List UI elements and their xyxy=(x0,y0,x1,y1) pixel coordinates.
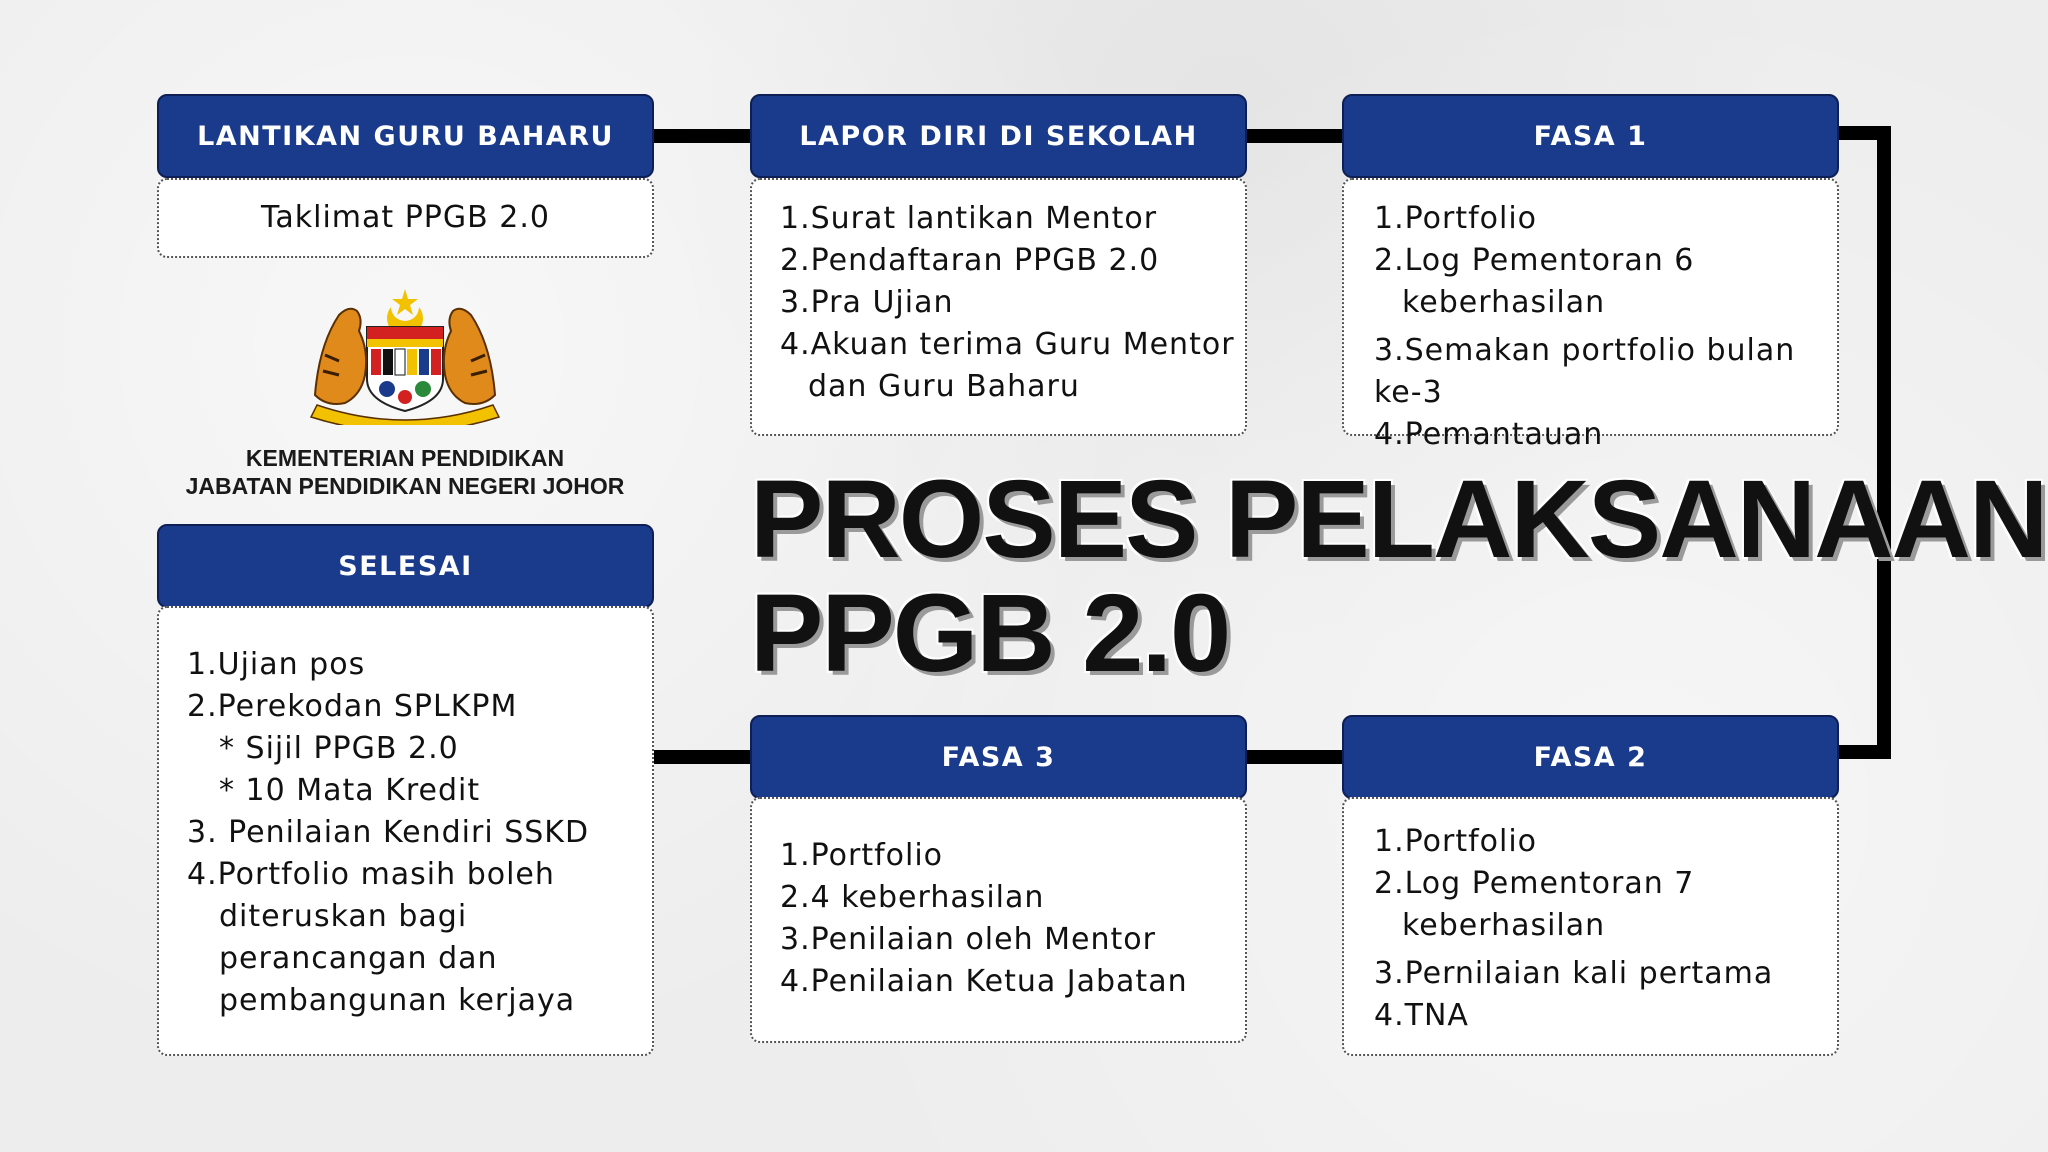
page-title: PROSES PELAKSANAAN PPGB 2.0 xyxy=(750,458,2048,695)
list-item: 4.Penilaian Ketua Jabatan xyxy=(780,964,1188,999)
list-item: 2.Perekodan SPLKPM xyxy=(187,689,518,724)
organization-logo-block: KEMENTERIAN PENDIDIKAN JABATAN PENDIDIKA… xyxy=(160,285,650,505)
step-heading: LANTIKAN GURU BAHARU xyxy=(157,94,654,178)
list-item: dan Guru Baharu xyxy=(808,369,1080,404)
connector-fasa1-fasa2 xyxy=(1831,126,1891,759)
list-item: * Sijil PPGB 2.0 xyxy=(219,731,459,766)
list-item: keberhasilan xyxy=(1402,285,1606,320)
list-item: 3.Pra Ujian xyxy=(780,285,954,320)
list-item: 2.Pendaftaran PPGB 2.0 xyxy=(780,243,1160,278)
list-item: 2.Log Pementoran 7 xyxy=(1374,866,1695,901)
list-item: 4.Akuan terima Guru Mentor xyxy=(780,327,1235,362)
step-lapor-diri: LAPOR DIRI DI SEKOLAH 1.Surat lantikan M… xyxy=(750,94,1247,436)
list-item: 1.Ujian pos xyxy=(187,647,366,682)
step-heading: FASA 3 xyxy=(750,715,1247,799)
step-selesai: SELESAI 1.Ujian pos 2.Perekodan SPLKPM *… xyxy=(157,524,654,1056)
list-item: 4.TNA xyxy=(1374,998,1469,1033)
list-item: 4.Pemantauan xyxy=(1374,417,1604,452)
list-item: 3.Penilaian oleh Mentor xyxy=(780,922,1156,957)
list-item: * 10 Mata Kredit xyxy=(219,773,481,808)
list-item: diteruskan bagi xyxy=(219,899,468,934)
list-item: 3.Semakan portfolio bulan ke-3 xyxy=(1374,333,1796,410)
organization-name-line1: KEMENTERIAN PENDIDIKAN xyxy=(245,445,565,471)
step-fasa-2: FASA 2 1.Portfolio 2.Log Pementoran 7 ke… xyxy=(1342,715,1839,1056)
title-line2: PPGB 2.0 xyxy=(750,572,1231,695)
list-item: perancangan dan xyxy=(219,941,498,976)
organization-name-line2: JABATAN PENDIDIKAN NEGERI JOHOR xyxy=(185,473,625,499)
list-item: 1.Portfolio xyxy=(1374,201,1538,236)
step-body: 1.Portfolio 2.Log Pementoran 7 keberhasi… xyxy=(1342,797,1839,1056)
title-line1: PROSES PELAKSANAAN xyxy=(750,458,2048,581)
malaysia-coat-of-arms-icon xyxy=(309,289,501,425)
list-item: 2.Log Pementoran 6 xyxy=(1374,243,1695,278)
list-item: 1.Portfolio xyxy=(780,838,944,873)
step-body: 1.Surat lantikan Mentor 2.Pendaftaran PP… xyxy=(750,178,1247,436)
step-fasa-1: FASA 1 1.Portfolio 2.Log Pementoran 6 ke… xyxy=(1342,94,1839,452)
list-item: 1.Portfolio xyxy=(1374,824,1538,859)
list-item: 4.Portfolio masih boleh xyxy=(187,857,555,892)
step-heading: FASA 1 xyxy=(1342,94,1839,178)
step-heading: SELESAI xyxy=(157,524,654,608)
step-body: 1.Portfolio 2.4 keberhasilan 3.Penilaian… xyxy=(750,797,1247,1043)
step-fasa-3: FASA 3 1.Portfolio 2.4 keberhasilan 3.Pe… xyxy=(750,715,1247,1043)
list-item: keberhasilan xyxy=(1402,908,1606,943)
list-item: 1.Surat lantikan Mentor xyxy=(780,201,1158,236)
list-item: pembangunan kerjaya xyxy=(219,983,576,1018)
list-item: 3.Pernilaian kali pertama xyxy=(1374,956,1774,991)
step-body: 1.Portfolio 2.Log Pementoran 6 keberhasi… xyxy=(1342,178,1839,452)
step-body: Taklimat PPGB 2.0 xyxy=(157,178,654,258)
step-heading: LAPOR DIRI DI SEKOLAH xyxy=(750,94,1247,178)
list-item: 2.4 keberhasilan xyxy=(780,880,1045,915)
step-lantikan-guru-baharu: LANTIKAN GURU BAHARU Taklimat PPGB 2.0 xyxy=(157,94,654,258)
list-item: 3. Penilaian Kendiri SSKD xyxy=(187,815,590,850)
step-item: Taklimat PPGB 2.0 xyxy=(261,200,550,235)
step-body: 1.Ujian pos 2.Perekodan SPLKPM * Sijil P… xyxy=(157,606,654,1056)
step-heading: FASA 2 xyxy=(1342,715,1839,799)
